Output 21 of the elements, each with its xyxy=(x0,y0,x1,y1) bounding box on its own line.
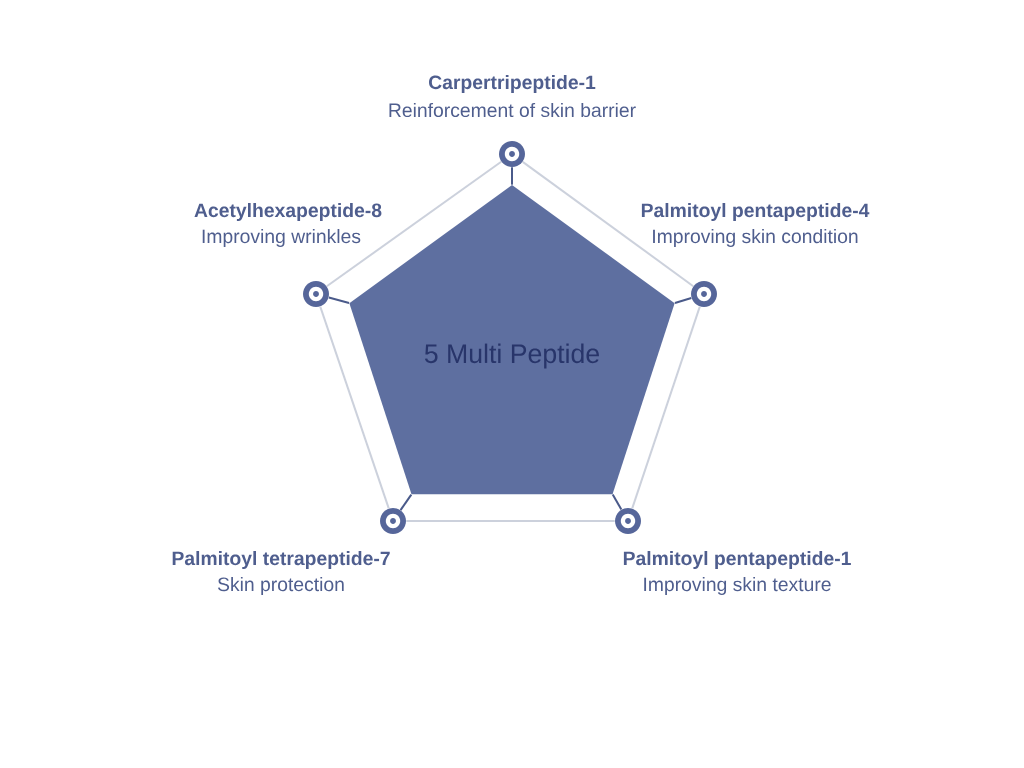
marker-circle xyxy=(691,281,717,307)
marker-circle xyxy=(380,508,406,534)
benefit-text: Improving skin texture xyxy=(644,577,831,595)
marker-circle xyxy=(615,508,641,534)
spoke-line xyxy=(399,493,413,512)
ring-line xyxy=(405,520,616,522)
ingredient-name: Palmitoyl pentapeptide-1 xyxy=(623,551,851,569)
ingredient-name: Palmitoyl tetrapeptide-7 xyxy=(172,551,390,569)
ring-line xyxy=(631,305,701,510)
spoke-line xyxy=(327,296,351,305)
marker-circle xyxy=(303,281,329,307)
spoke-line xyxy=(673,296,693,305)
marker-circle xyxy=(499,141,525,167)
ingredient-name: Carpertripeptide-1 xyxy=(429,75,596,93)
benefit-text: Reinforcement of skin barrier xyxy=(389,102,636,118)
ring-line xyxy=(521,160,695,288)
ring-line xyxy=(325,160,503,288)
benefit-text: Skin protection xyxy=(217,577,344,595)
spoke-line xyxy=(611,493,623,511)
spoke-line xyxy=(511,166,513,186)
ring-line xyxy=(319,305,390,510)
